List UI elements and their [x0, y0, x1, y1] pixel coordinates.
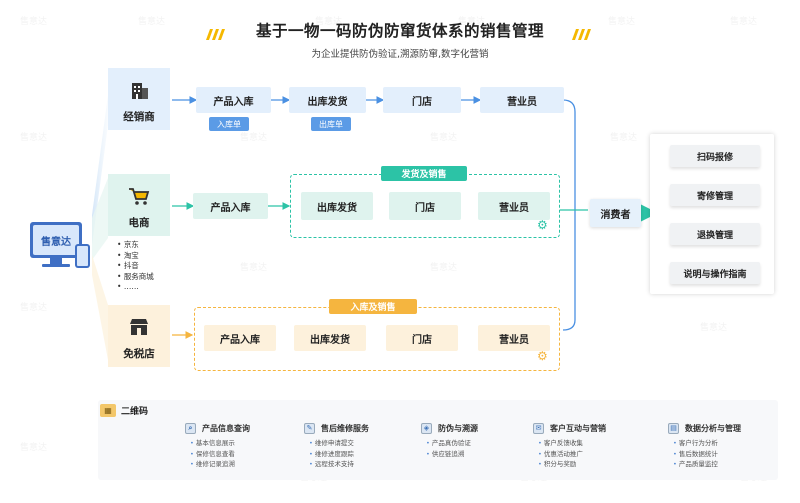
building-icon: [128, 80, 150, 104]
monitor-stand: [50, 258, 62, 264]
dutyfree-step-2: 出库发货: [294, 325, 366, 351]
wrench-icon: ✎: [304, 422, 315, 434]
platform-item: 淘宝: [117, 251, 154, 262]
list-item: 积分与奖励: [538, 459, 583, 470]
channel-dealer-label: 经销商: [123, 111, 155, 123]
store-icon: [127, 317, 151, 341]
gear-icon: ⚙: [537, 218, 548, 232]
consumer-node: 消费者: [590, 199, 641, 227]
ecommerce-platform-list: 京东 淘宝 抖音 服务商城 ……: [117, 240, 154, 293]
dutyfree-group-tag: 入库及销售: [329, 299, 417, 314]
tag-outbound-order: 出库单: [311, 117, 351, 131]
ecommerce-group-tag: 发货及销售: [381, 166, 467, 181]
monitor-base: [42, 264, 70, 267]
qr-section-5-title: ▤数据分析与管理: [668, 421, 741, 435]
dealer-step-4: 营业员: [480, 87, 564, 113]
service-scan-repair: 扫码报修: [670, 145, 760, 167]
dealer-step-1: 产品入库: [196, 87, 271, 113]
qr-section-4-title: ✉客户互动与营销: [533, 421, 606, 435]
center-device: 售意达: [30, 222, 92, 272]
list-item: 优惠活动推广: [538, 449, 583, 460]
dutyfree-step-4: 营业员: [478, 325, 550, 351]
monitor-phone-icon: 售意达: [30, 222, 82, 258]
shopping-cart-icon: [127, 186, 151, 210]
platform-item: 抖音: [117, 261, 154, 272]
channel-dutyfree: 免税店: [108, 305, 170, 367]
ecommerce-step-2: 门店: [389, 192, 461, 220]
ecommerce-step-1: 出库发货: [301, 192, 373, 220]
list-item: 保修信息查看: [190, 449, 235, 460]
service-mail-repair: 寄修管理: [670, 184, 760, 206]
center-label: 售意达: [33, 225, 79, 255]
qr-section-2-title: ✎售后维修服务: [304, 421, 369, 435]
service-guide: 说明与操作指南: [670, 262, 760, 284]
qr-section-5-items: 客户行为分析 售后数据统计 产品质量监控: [673, 438, 718, 470]
chat-icon: ✉: [533, 422, 544, 434]
list-item: 供应链追溯: [426, 449, 471, 460]
list-item: 维修申请提交: [309, 438, 354, 449]
qr-section-3-title: ◈防伪与溯源: [421, 421, 478, 435]
ecommerce-step-3: 营业员: [478, 192, 550, 220]
channel-ecommerce: 电商: [108, 174, 170, 236]
qrcode-label: 二维码: [121, 407, 149, 417]
qr-section-4-items: 客户反馈收集 优惠活动推广 积分与奖励: [538, 438, 583, 470]
shield-icon: ◈: [421, 422, 432, 434]
list-item: 产品质量监控: [673, 459, 718, 470]
qr-section-1-title: ⌕产品信息查询: [185, 421, 250, 435]
list-item: 基本信息展示: [190, 438, 235, 449]
chart-icon: ▤: [668, 422, 679, 434]
phone-shape: [75, 244, 90, 268]
qrcode-header: ▦ 二维码: [100, 404, 148, 417]
gear-icon: ⚙: [537, 349, 548, 363]
platform-item: ……: [117, 282, 154, 293]
qrcode-icon: ▦: [100, 404, 116, 417]
dutyfree-step-3: 门店: [386, 325, 458, 351]
dutyfree-step-1: 产品入库: [204, 325, 276, 351]
list-item: 维修记录追溯: [190, 459, 235, 470]
list-item: 客户反馈收集: [538, 438, 583, 449]
service-return-exchange: 退换管理: [670, 223, 760, 245]
channel-ecommerce-label: 电商: [128, 217, 150, 229]
channel-dutyfree-label: 免税店: [123, 348, 155, 360]
platform-item: 服务商城: [117, 272, 154, 283]
list-item: 客户行为分析: [673, 438, 718, 449]
tag-inbound-order: 入库单: [209, 117, 249, 131]
ecommerce-step-inbound: 产品入库: [193, 193, 268, 219]
list-item: 产品真伪验证: [426, 438, 471, 449]
qr-section-2-items: 维修申请提交 维修进度跟踪 远程技术支持: [309, 438, 354, 470]
list-item: 维修进度跟踪: [309, 449, 354, 460]
page-title: 基于一物一码防伪防窜货体系的销售管理: [255, 22, 544, 40]
dealer-step-2: 出库发货: [289, 87, 366, 113]
dealer-step-3: 门店: [383, 87, 461, 113]
qr-section-3-items: 产品真伪验证 供应链追溯: [426, 438, 471, 459]
search-icon: ⌕: [185, 422, 196, 434]
list-item: 售后数据统计: [673, 449, 718, 460]
list-item: 远程技术支持: [309, 459, 354, 470]
page-subtitle: 为企业提供防伪验证,溯源防窜,数字化营销: [311, 49, 489, 60]
qr-section-1-items: 基本信息展示 保修信息查看 维修记录追溯: [190, 438, 235, 470]
platform-item: 京东: [117, 240, 154, 251]
channel-dealer: 经销商: [108, 68, 170, 130]
